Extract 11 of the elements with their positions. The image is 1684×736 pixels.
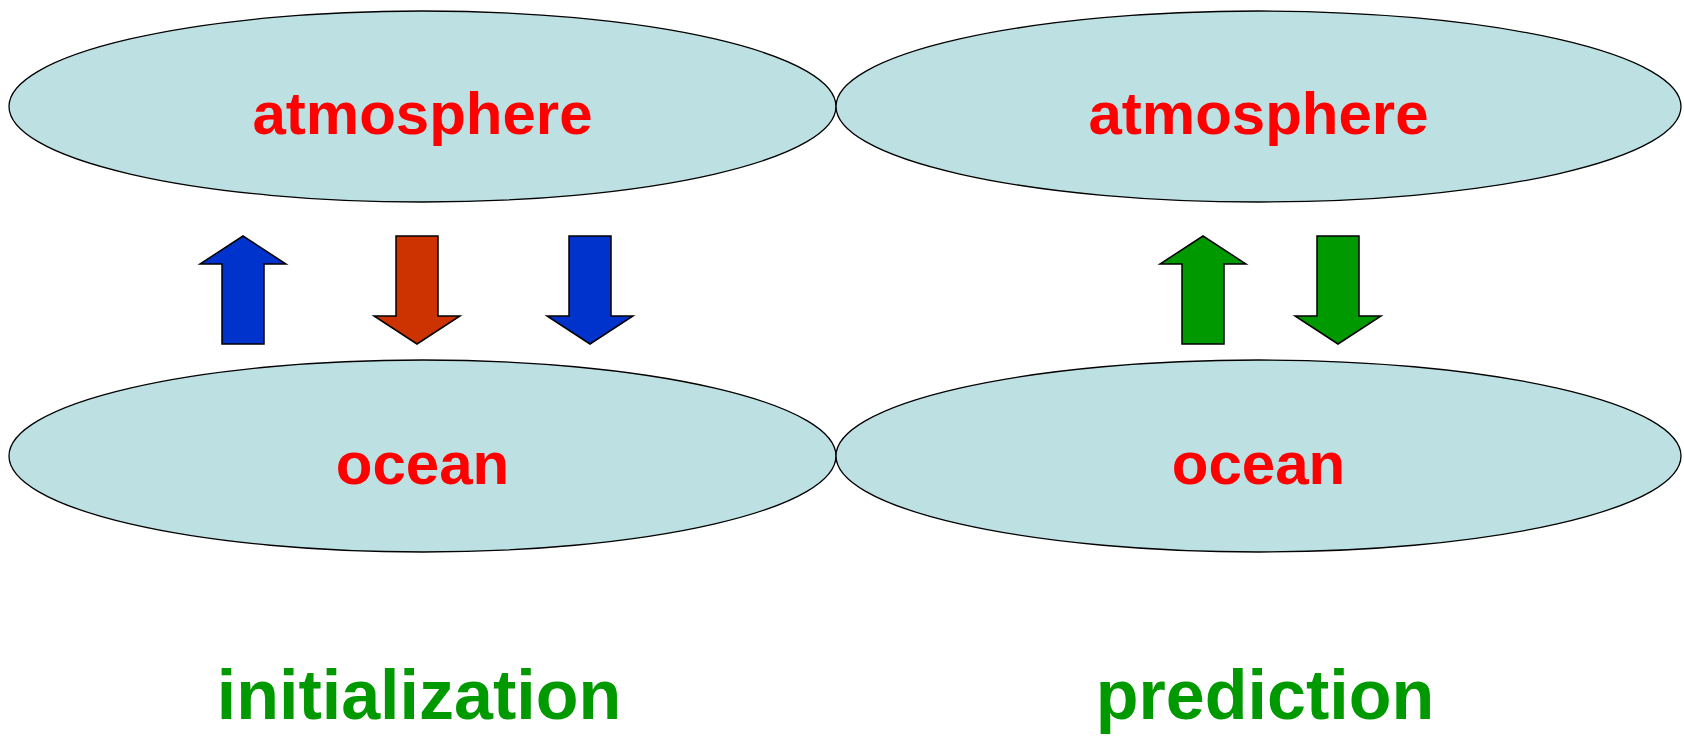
block-arrow	[544, 235, 636, 345]
node-label: atmosphere	[1088, 79, 1429, 148]
block-arrow	[1157, 235, 1249, 345]
node-label: ocean	[1171, 428, 1346, 498]
caption-label: initialization	[216, 655, 622, 735]
block-arrow	[371, 235, 463, 345]
block-arrow	[197, 235, 289, 345]
caption-label: prediction	[1095, 655, 1435, 735]
node-label: atmosphere	[252, 79, 593, 148]
node-label: ocean	[335, 428, 510, 498]
block-arrow	[1292, 235, 1384, 345]
